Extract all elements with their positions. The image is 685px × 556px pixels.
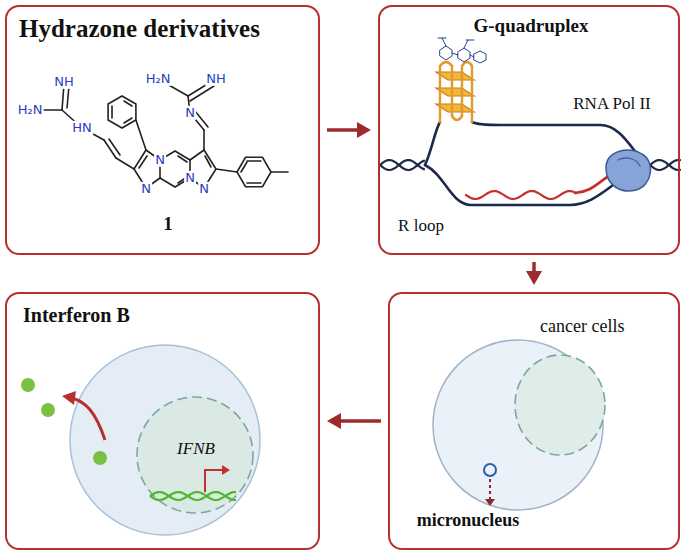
- strand: [150, 492, 236, 500]
- interferon-cell: [21, 345, 260, 535]
- atom-label: NH: [205, 72, 227, 86]
- panel-title: cancer cells: [540, 316, 624, 337]
- strand: [650, 160, 680, 170]
- panel: Interferon B: [5, 292, 320, 550]
- atom-label: HN: [71, 121, 93, 135]
- atom-label: N: [184, 106, 196, 120]
- arrow-head: [357, 122, 371, 138]
- r-loop-illustration: [380, 38, 680, 205]
- atom-label: N: [184, 171, 196, 185]
- strand: [650, 160, 680, 170]
- panel: Hydrazone derivatives: [5, 5, 320, 255]
- arrow-head: [526, 271, 542, 285]
- atom-label: N: [140, 182, 152, 196]
- atom-label: H₂N: [17, 103, 44, 117]
- flow-arrow: [327, 122, 371, 138]
- strand: [150, 492, 236, 500]
- gene-label: IFNB: [177, 440, 215, 459]
- atom-label: H₂N: [145, 72, 172, 86]
- flow-arrow: [526, 262, 542, 285]
- atom-label: NH: [53, 75, 75, 89]
- arrow-shaft: [327, 128, 359, 132]
- cancer-cell: [433, 340, 605, 510]
- panel-title: Hydrazone derivatives: [19, 15, 260, 43]
- organelle-label: micronucleus: [417, 511, 520, 531]
- chemical-structure: [32, 80, 288, 188]
- structure-label: R loop: [398, 217, 444, 236]
- arrow-head: [327, 413, 341, 429]
- panel-title: Interferon B: [23, 304, 130, 327]
- protein-label: RNA Pol II: [573, 95, 650, 114]
- strand: [380, 160, 424, 170]
- atom-label: N: [198, 182, 210, 196]
- strand: [380, 160, 424, 170]
- strand: [466, 191, 576, 199]
- atom-label: N: [154, 153, 166, 167]
- panel-title: G-quadruplex: [473, 15, 588, 37]
- flow-arrow: [327, 413, 381, 429]
- arrow-shaft: [339, 419, 381, 423]
- compound-number: 1: [163, 214, 173, 235]
